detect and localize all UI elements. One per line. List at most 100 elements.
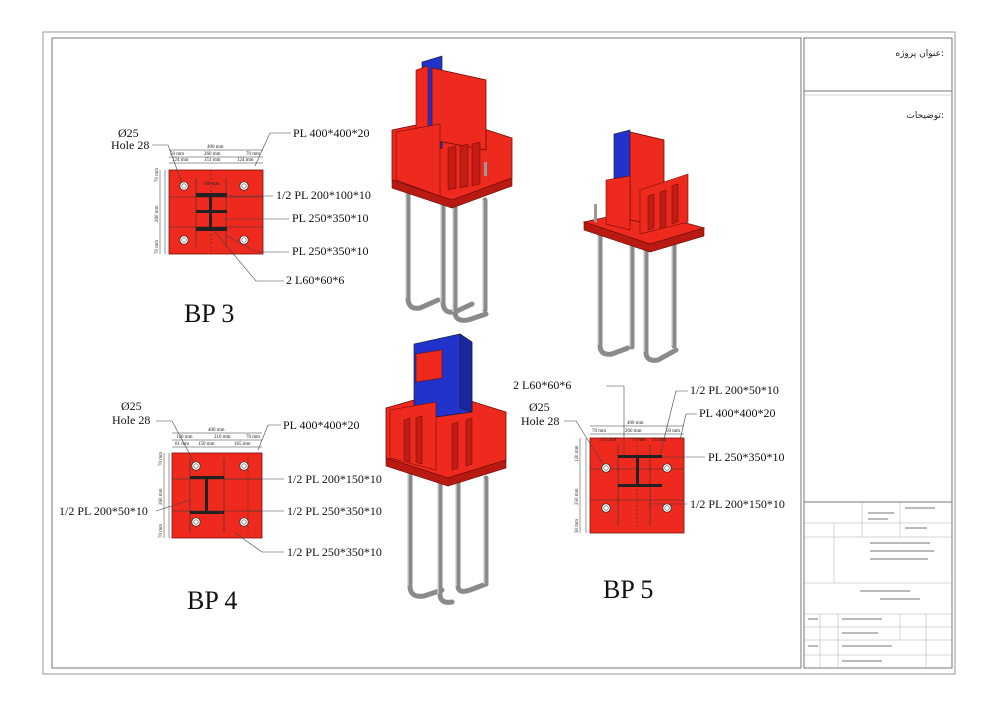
anchor-rods-highlight [407,470,485,594]
bp3-callout-base-plate: PL 400*400*20 [293,126,370,140]
bp4-anchor-hole [191,461,201,471]
bp5-callout-base-plate: PL 400*400*20 [699,406,776,420]
bp3-dim-left-1: 70 mm [155,168,160,182]
bp3-anchor-hole [179,235,189,245]
title-block-table [804,502,952,668]
bp4-dim-inner-1: 81 mm [175,442,189,447]
bp3-hole-dia: Ø25 [118,126,139,140]
title-block: عنوان پروژه: توضیحات: [803,37,953,669]
bp5-hole-label: Hole 28 [521,414,559,428]
base-plate-side [385,457,507,487]
bp3-dim-left-2: 260 mm [155,205,160,222]
bp4-plan: 400 mm 120 mm 210 mm 70 mm 81 mm 150 mm … [59,399,382,615]
bp5-dim-inner-1: 115 mm [600,438,616,443]
bp5-column-web [636,455,639,487]
side-plate [605,175,631,231]
bp5-column-flange-bottom [618,484,662,487]
bp3-title: BP 3 [184,299,234,328]
bp4-callout-base-plate: PL 400*400*20 [283,418,360,432]
bp3-dim-inner-3: 124 mm [237,158,254,163]
bp5-dim-top-3: 50 mm [666,429,680,434]
base-plate-side [391,177,513,209]
anchor-rods-highlight [405,192,484,312]
bp3-callout-half-plate: 1/2 PL 200*100*10 [276,188,371,202]
bp4-anchor-hole [191,517,201,527]
bp5-anchor-hole [601,503,611,513]
bp5-callout-angle: 2 L60*60*6 [513,378,571,392]
bp3-3d-view [391,55,513,323]
anchor-rods [407,467,489,605]
bolt-stub [484,162,487,176]
bp3-plan: 100 mm 400 mm 50 mm 260 mm 70 mm 124 mm … [111,126,371,328]
stiffeners [647,183,679,231]
bp3-anchor-hole [239,181,249,191]
bp3-dim-top-3: 70 mm [246,152,260,157]
bp5-dim-total: 400 mm [627,421,644,426]
bp4-dim-top-2: 210 mm [214,435,231,440]
bp4-dim-left-1: 70 mm [159,452,164,466]
bolt-stub [594,204,597,222]
bp4-dim-top-3: 70 mm [246,435,260,440]
bp4-dim-left-3: 70 mm [159,524,164,538]
outer-border [42,31,956,675]
bp5-anchor-hole [662,463,672,473]
notes-label: توضیحات: [906,111,944,121]
bp3-callout-stiffener-1: PL 250*350*10 [292,211,369,225]
side-plate [389,401,437,471]
bp4-dim-inner-2: 150 mm [198,442,215,447]
bp3-callout-angle: 2 L60*60*6 [286,273,344,287]
side-plate [395,123,441,197]
bp4-3d-view [385,333,507,605]
bp3-dim-top-1: 50 mm [170,152,184,157]
bp4-dim-total: 400 mm [208,428,225,433]
bp3-dim-inner-2: 151 mm [204,158,221,163]
bp3-callout-stiffener-2: PL 250*350*10 [292,244,369,258]
bp5-dim-left-2: 250 mm [575,488,580,505]
bp3-dim-left-3: 70 mm [155,240,160,254]
bp5-dim-left-3: 30 mm [575,519,580,533]
bp5-anchor-hole [662,503,672,513]
bp4-callout-stiffener-1: 1/2 PL 250*350*10 [287,504,382,518]
bp5-plan: 400 mm 70 mm 260 mm 50 mm 115 mm 70 mm 2… [513,378,785,604]
bp5-title: BP 5 [603,575,653,604]
bp3-dim-top-2: 260 mm [204,152,221,157]
bp4-title: BP 4 [187,586,237,615]
stiffeners [447,141,481,191]
bp4-callout-half-plate-b: 1/2 PL 200*50*10 [59,504,148,518]
anchor-rods [597,229,679,363]
bp5-dim-inner-2: 70 mm [632,438,646,443]
bp3-column-web [209,193,212,231]
bp4-anchor-hole [239,461,249,471]
bp4-column-web [205,476,208,514]
anchor-rods [405,189,489,323]
bp5-callout-half-plate-a: 1/2 PL 200*50*10 [690,383,779,397]
bp5-3d-view [582,129,706,363]
bp3-dim-total: 400 mm [207,145,224,150]
bp4-dim-top-1: 120 mm [176,435,193,440]
column-cap-plate [415,349,443,383]
bp3-hole-label: Hole 28 [111,138,149,152]
title-block-text-lines [808,507,935,662]
bp4-dim-left-2: 260 mm [159,488,164,505]
bp4-hole-label: Hole 28 [112,413,150,427]
bp4-hole-dia: Ø25 [121,399,142,413]
bp4-callout-stiffener-2: 1/2 PL 250*350*10 [287,545,382,559]
bp5-callout-half-plate-b: 1/2 PL 200*150*10 [690,497,785,511]
bp3-dim-inner-1: 124 mm [172,158,189,163]
bp4-dim-inner-3: 165 mm [234,442,251,447]
base-plate-side [583,221,705,253]
bp5-dim-left-1: 120 mm [575,445,580,462]
anchor-rods-highlight [597,232,673,352]
bp3-anchor-hole [179,181,189,191]
bp5-hole-dia: Ø25 [529,400,550,414]
bp5-column-flange-top [618,455,662,458]
bp5-callout-stiffener: PL 250*350*10 [708,450,785,464]
bp5-dim-top-1: 70 mm [592,429,606,434]
bp5-anchor-hole [601,463,611,473]
bp4-anchor-hole [239,517,249,527]
column-flange [459,333,473,413]
inner-border [51,37,802,669]
bp5-dim-top-2: 260 mm [625,429,642,434]
bp5-dim-inner-3: 25 mm [652,438,666,443]
